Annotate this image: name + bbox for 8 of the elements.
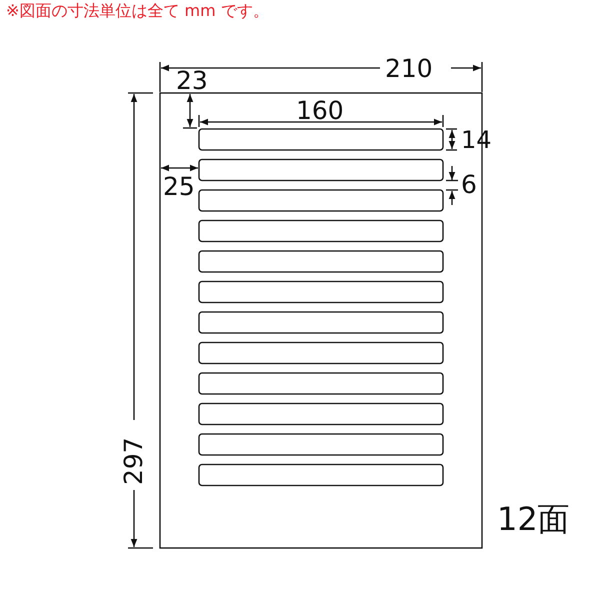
note-text: ※図面の寸法単位は全て mm です。	[6, 3, 269, 19]
count-label: 12面	[497, 503, 570, 535]
dimension-label: 297	[121, 437, 146, 485]
dimension-label: 25	[163, 174, 195, 199]
dimension-label: 6	[461, 172, 477, 197]
dimension-label: 23	[176, 68, 208, 93]
dimension-label: 210	[385, 56, 433, 81]
dimension-label: 160	[296, 98, 344, 123]
